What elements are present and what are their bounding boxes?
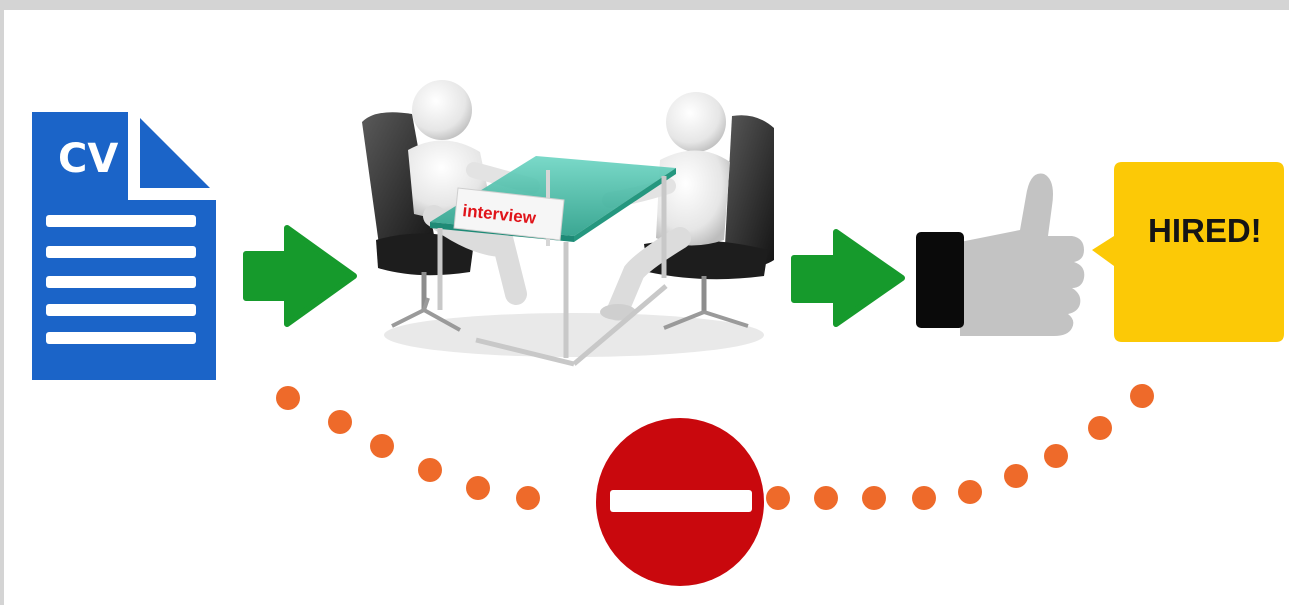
cv-text-line [46,304,196,316]
arc-dot [276,386,300,410]
arc-dot [1004,464,1028,488]
arc-dot [912,486,936,510]
arrow-right-icon [794,232,902,324]
arc-dot [418,458,442,482]
arc-dot [766,486,790,510]
speech-bubble: HIRED! [1092,162,1284,342]
arc-dot [516,486,540,510]
arc-dot [1044,444,1068,468]
cv-label: CV [58,136,118,182]
arc-dot [466,476,490,500]
diagram-frame: CV [4,10,1289,605]
cv-text-line [46,246,196,258]
arc-dot [1088,416,1112,440]
arc-dot [1130,384,1154,408]
interview-meeting-icon: interview [362,80,774,364]
no-entry-icon [596,418,764,586]
hired-label: HIRED! [1148,212,1262,249]
arc-dot [958,480,982,504]
hiring-process-diagram: CV [4,10,1289,605]
cv-document-icon: CV [32,112,216,380]
arrow-right-icon [246,228,354,324]
arc-dot [328,410,352,434]
cv-text-line [46,276,196,288]
thumbs-up-icon [916,173,1084,336]
cv-text-line [46,215,196,227]
arc-dot [862,486,886,510]
arc-dot [814,486,838,510]
cuff [916,232,964,328]
arc-dot [370,434,394,458]
cv-text-line [46,332,196,344]
